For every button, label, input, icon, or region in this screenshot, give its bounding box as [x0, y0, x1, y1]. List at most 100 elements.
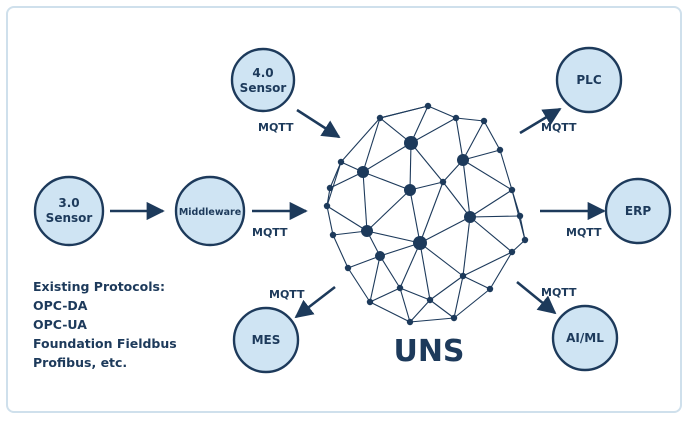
mqtt-label-sensor40: MQTT: [258, 121, 294, 134]
mesh-node: [496, 146, 504, 154]
mesh-node: [376, 114, 384, 122]
mesh-edge: [362, 171, 411, 191]
mqtt-label-erp: MQTT: [566, 226, 602, 239]
node-mes[interactable]: MES: [232, 306, 300, 374]
arrow-sensor40-to-uns: [296, 108, 341, 139]
mesh-edge: [462, 275, 491, 290]
erp-label: ERP: [625, 204, 651, 218]
mesh-node: [404, 184, 416, 196]
uns-label: UNS: [393, 334, 464, 369]
mesh-edge: [409, 317, 455, 323]
mesh-edge: [455, 117, 485, 122]
mesh-edge: [455, 117, 464, 161]
mesh-edge: [410, 142, 444, 183]
mesh-node: [361, 225, 373, 237]
mesh-edge: [419, 181, 444, 244]
mesh-edge: [369, 301, 411, 323]
mesh-edge: [409, 299, 431, 323]
mesh-edge: [462, 251, 513, 277]
mesh-node: [452, 114, 460, 122]
sensor-40-line1: 4.0: [252, 66, 273, 80]
mesh-edge: [462, 149, 501, 161]
mesh-edge: [462, 159, 471, 218]
protocol-item: Profibus, etc.: [33, 355, 127, 370]
plc-label: PLC: [576, 73, 601, 87]
mesh-edge: [429, 275, 464, 301]
mesh-edge: [379, 105, 429, 119]
protocol-item: OPC-UA: [33, 317, 87, 332]
arrow-uns-to-plc: [519, 107, 562, 135]
mesh-edge: [347, 267, 371, 303]
arrows: [110, 107, 606, 319]
node-sensor-40[interactable]: 4.0 Sensor: [230, 47, 296, 113]
mesh-edge: [419, 242, 464, 277]
mesh-edge: [369, 287, 401, 303]
mes-label: MES: [252, 333, 281, 347]
sensor-30-line2: Sensor: [46, 211, 93, 225]
protocol-item: OPC-DA: [33, 298, 88, 313]
mesh-edge: [419, 216, 471, 244]
mesh-node: [521, 236, 529, 244]
mqtt-label-aiml: MQTT: [541, 286, 577, 299]
uns-mesh-sphere: [323, 102, 529, 326]
mesh-edge: [442, 181, 471, 218]
mesh-node: [486, 285, 494, 293]
mesh-edge: [410, 117, 457, 144]
mesh-edge: [362, 142, 412, 173]
protocol-item: Foundation Fieldbus: [33, 336, 177, 351]
mesh-edge: [347, 255, 381, 269]
mesh-node: [516, 212, 524, 220]
mesh-edge: [469, 189, 513, 218]
mesh-node: [323, 202, 331, 210]
mesh-edge: [429, 299, 455, 319]
mesh-edge: [453, 275, 464, 319]
mesh-edge: [366, 230, 421, 244]
node-aiml[interactable]: AI/ML: [551, 304, 619, 372]
mesh-edge: [427, 105, 457, 119]
aiml-label: AI/ML: [566, 331, 604, 345]
sensor-30-line1: 3.0: [58, 196, 79, 210]
mesh-edge: [483, 120, 501, 151]
sensor-40-line2: Sensor: [240, 81, 287, 95]
mesh-edge: [469, 215, 521, 218]
node-plc[interactable]: PLC: [555, 46, 623, 114]
arrow-uns-to-aiml: [516, 280, 557, 315]
mesh-node: [508, 248, 516, 256]
mesh-edge: [399, 287, 431, 301]
mesh-edge: [469, 216, 513, 253]
mesh-edge: [462, 216, 471, 277]
mesh-edge: [399, 287, 411, 323]
mesh-node: [459, 272, 467, 280]
existing-protocols-list: Existing Protocols: OPC-DA OPC-UA Founda…: [33, 279, 177, 370]
protocols-title: Existing Protocols:: [33, 279, 165, 294]
mesh-edge: [366, 189, 411, 232]
mqtt-label-mes: MQTT: [269, 288, 305, 301]
mesh-edge: [369, 255, 381, 303]
mesh-edge: [340, 117, 381, 163]
mesh-edge: [329, 171, 364, 189]
mesh-edge: [409, 142, 412, 191]
mesh-node: [375, 251, 385, 261]
node-middleware[interactable]: Middleware: [174, 175, 246, 247]
mesh-edge: [362, 171, 368, 232]
node-erp[interactable]: ERP: [604, 177, 672, 245]
mesh-edge: [499, 149, 513, 191]
mesh-edge: [326, 161, 342, 207]
diagram-frame: [6, 6, 682, 413]
mesh-edge: [453, 288, 491, 319]
middleware-label: Middleware: [179, 207, 241, 218]
mesh-node: [450, 314, 458, 322]
mesh-node: [508, 186, 516, 194]
mesh-node: [424, 102, 432, 110]
mesh-node: [357, 166, 369, 178]
arrow-uns-to-mes: [294, 285, 336, 319]
mesh-node: [457, 154, 469, 166]
mesh-node: [329, 231, 337, 239]
node-sensor-30[interactable]: 3.0 Sensor: [33, 175, 105, 247]
mesh-node: [480, 117, 488, 125]
mesh-edge: [326, 205, 368, 232]
mesh-node: [337, 158, 345, 166]
mesh-edge: [362, 117, 381, 173]
mesh-edge: [409, 189, 421, 244]
